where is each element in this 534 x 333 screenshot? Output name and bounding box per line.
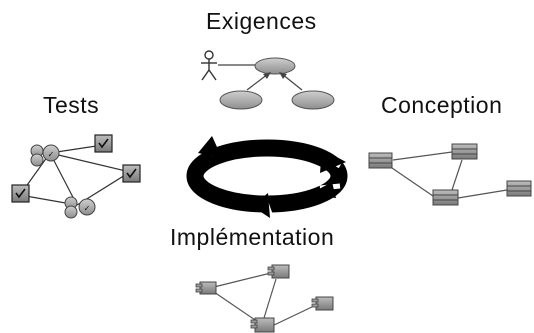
component-box bbox=[311, 296, 334, 311]
ok-box-icon bbox=[11, 184, 30, 203]
use-case-node bbox=[291, 90, 335, 110]
include-link bbox=[281, 73, 303, 91]
actor-icon bbox=[201, 50, 217, 81]
arrowhead-icon bbox=[279, 72, 287, 79]
use-case-node bbox=[254, 57, 296, 75]
ok-box-icon bbox=[122, 164, 141, 183]
cycle-arrowhead bbox=[198, 136, 222, 158]
class-diagram-icon bbox=[368, 143, 532, 206]
design-label: Conception bbox=[381, 92, 503, 118]
class-box bbox=[368, 152, 393, 169]
component-box bbox=[267, 264, 290, 279]
use-case-node bbox=[219, 90, 263, 110]
cycle-arrowhead bbox=[320, 149, 346, 173]
use-case-diagram-icon bbox=[201, 50, 335, 110]
component-diagram-icon bbox=[195, 264, 334, 333]
circular-cycle-arrows-icon bbox=[186, 136, 348, 218]
arrowhead-icon bbox=[263, 72, 271, 79]
tests-label: Tests bbox=[43, 92, 100, 118]
component-box bbox=[195, 281, 217, 295]
class-box bbox=[506, 180, 532, 197]
test-network-icon: ✓ ✓ bbox=[11, 134, 141, 219]
svg-text:✓: ✓ bbox=[48, 150, 55, 159]
requirements-label: Exigences bbox=[206, 8, 317, 34]
implementation-label: Implémentation bbox=[170, 224, 335, 250]
test-node-cluster: ✓ bbox=[30, 144, 60, 167]
include-link bbox=[246, 73, 269, 91]
component-box bbox=[250, 317, 275, 333]
cycle-arrowhead bbox=[308, 182, 336, 198]
cycle-arrowhead bbox=[252, 193, 270, 218]
class-box bbox=[451, 143, 478, 160]
svg-text:✓: ✓ bbox=[84, 204, 91, 213]
class-box bbox=[432, 189, 459, 206]
ok-box-icon bbox=[94, 134, 113, 153]
test-node-cluster: ✓ bbox=[64, 196, 96, 219]
